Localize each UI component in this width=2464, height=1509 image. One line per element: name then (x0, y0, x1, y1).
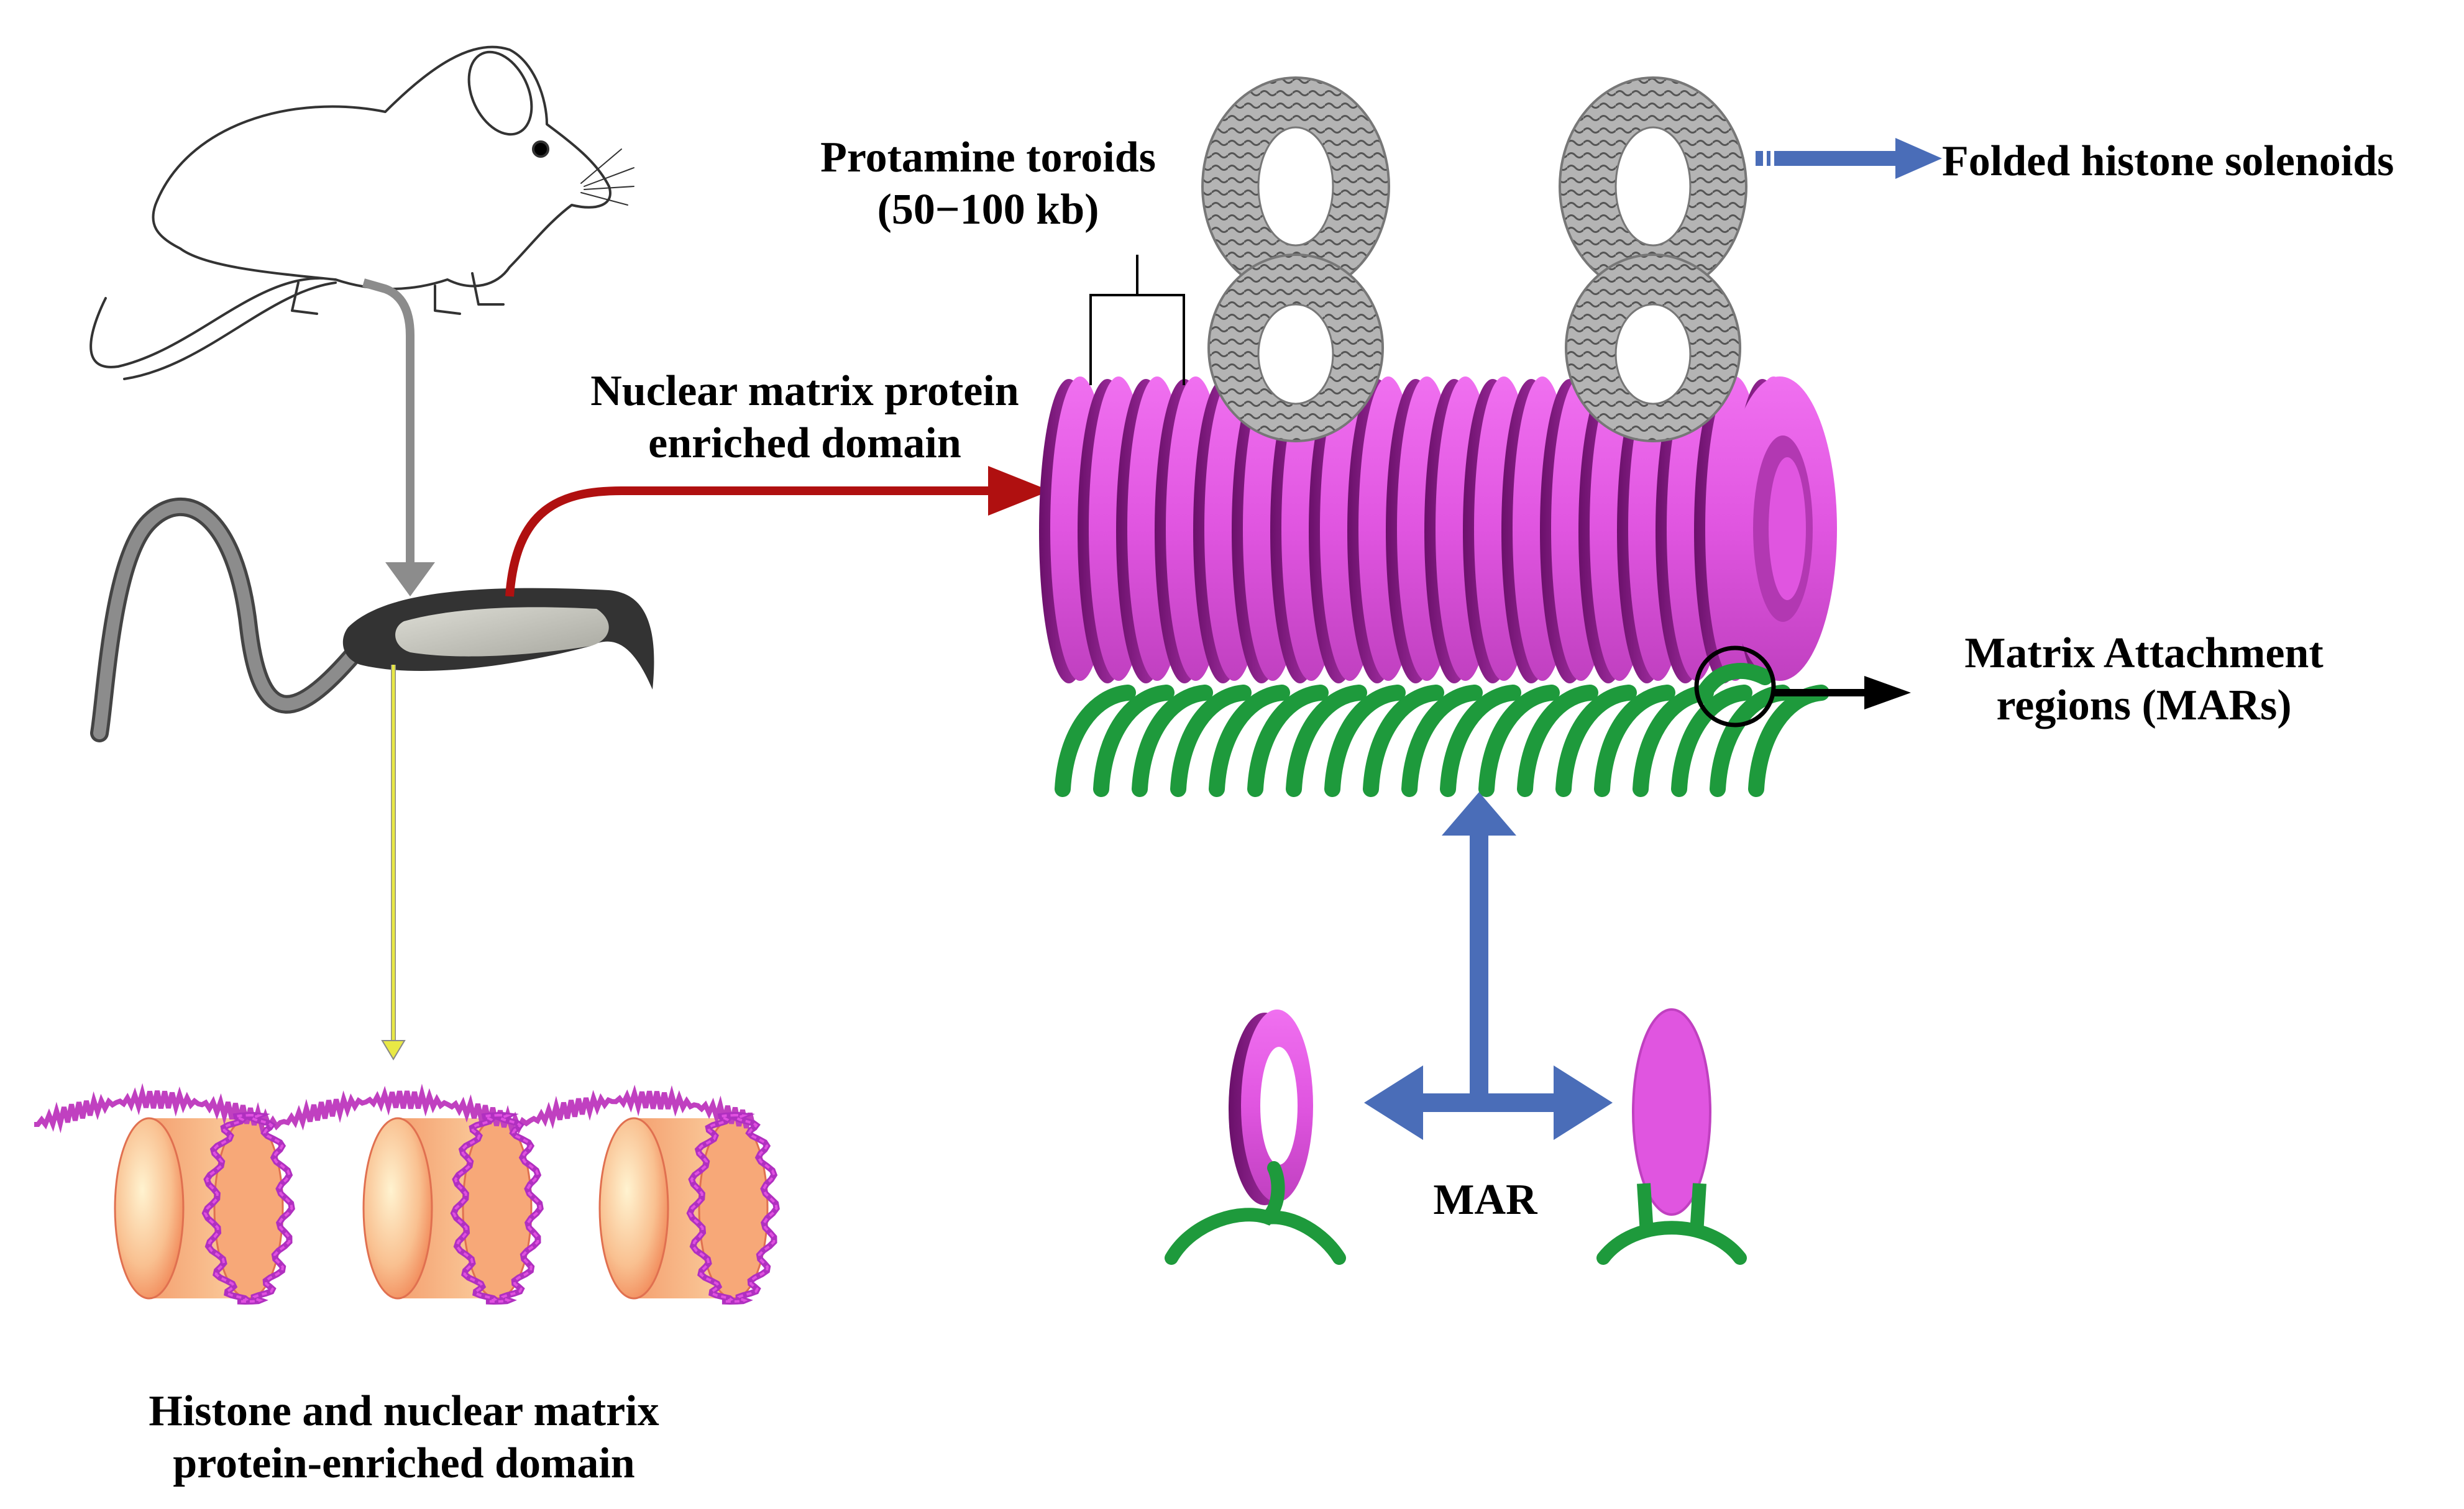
protamine-toroids-label-line1: Protamine toroids (820, 134, 1156, 181)
toroid-bracket (1089, 255, 1185, 385)
protamine-toroids-label: Protamine toroids (50−100 kb) (767, 132, 1209, 236)
red-arrow (505, 466, 1050, 597)
mar-regions-label-line1: Matrix Attachment (1964, 629, 2324, 677)
mar-hook (1440, 685, 1521, 797)
mar-hook (1324, 685, 1406, 797)
mar-hook (1132, 685, 1213, 797)
mar-highlight (1694, 645, 1911, 727)
dna-wrap-highlight (203, 1114, 293, 1303)
histone-domain-label: Histone and nuclear matrix protein-enric… (62, 1385, 746, 1490)
protamine-toroids-label-line2: (50−100 kb) (877, 186, 1099, 234)
nuclear-matrix-label-line2: enriched domain (648, 419, 961, 467)
mar-hook (1363, 685, 1444, 797)
mouse-icon (89, 45, 634, 380)
mar-hook (1401, 685, 1483, 797)
toroid-hole-inner (1769, 457, 1806, 600)
dna-wrap-highlight (452, 1114, 542, 1303)
mar-hook (1170, 685, 1252, 797)
mar-hook (1517, 685, 1598, 797)
mar-hook (1478, 685, 1560, 797)
yellow-arrow (381, 665, 406, 1060)
dna-wrap-highlight (688, 1114, 778, 1303)
mar-hook (1055, 685, 1136, 797)
nucleosome (362, 1117, 533, 1300)
dna-strand (34, 1083, 780, 1305)
mar-hook (1671, 685, 1752, 797)
mar-label: MAR (1433, 1176, 1537, 1224)
folded-histone-solenoids-label: Folded histone solenoids (1942, 137, 2394, 185)
mar-hooks (1055, 685, 1830, 797)
toroid-side-icon (1596, 1008, 1747, 1265)
mar-hook (1594, 685, 1675, 797)
nucleosome (598, 1117, 769, 1300)
mar-hook (1209, 685, 1290, 797)
mar-hook (1247, 685, 1329, 797)
histone-domain-label-line1: Histone and nuclear matrix (149, 1387, 659, 1435)
folded-histone-solenoid (1201, 76, 1390, 442)
nuclear-matrix-label: Nuclear matrix protein enriched domain (479, 365, 1131, 470)
mar-hook (1286, 685, 1367, 797)
toroid-icon (1165, 1010, 1346, 1265)
nucleosome (114, 1117, 284, 1300)
histone-domain-label-line2: protein-enriched domain (173, 1439, 635, 1487)
mar-regions-label: Matrix Attachment regions (MARs) (1889, 627, 2399, 732)
sperm-icon (90, 497, 654, 742)
blue-arrow-solenoids (1756, 138, 1942, 179)
dna-linker (34, 1083, 756, 1136)
folded-histone-solenoid (1559, 76, 1747, 442)
nuclear-matrix-label-line1: Nuclear matrix protein (590, 367, 1019, 415)
blue-t-arrow (1364, 792, 1613, 1140)
mar-regions-label-line2: regions (MARs) (1996, 682, 2292, 729)
nucleosome-icon (34, 1083, 780, 1305)
mar-hook (1093, 685, 1175, 797)
grey-arrow (362, 278, 435, 596)
toroid-stack (1039, 376, 1837, 704)
mar-hook (1555, 685, 1637, 797)
solenoid-icon (1201, 76, 1747, 442)
mar-hook (1633, 685, 1714, 797)
